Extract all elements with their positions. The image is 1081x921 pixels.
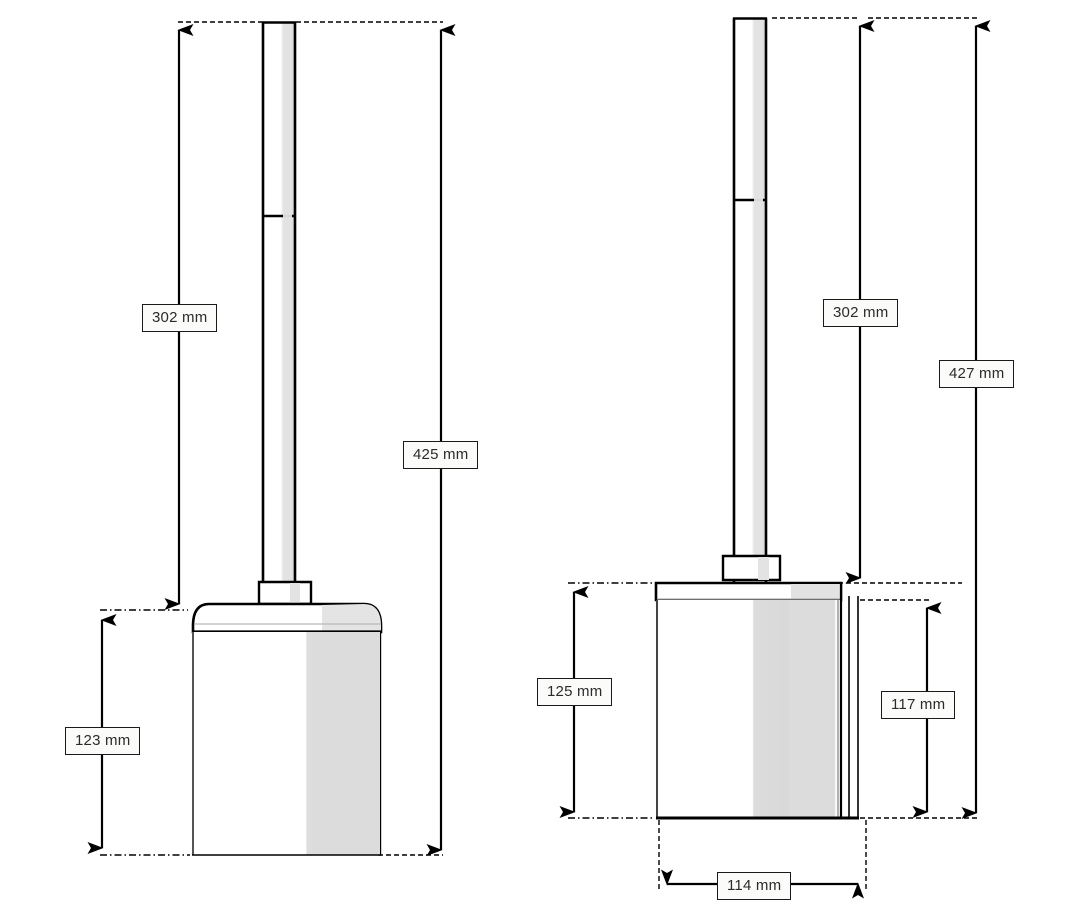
dimension-label-front-123: 123 mm — [65, 727, 141, 755]
front-brush-handle — [261, 21, 297, 600]
dimension-label-side-302: 302 mm — [823, 299, 899, 327]
dimension-label-front-302: 302 mm — [142, 304, 218, 332]
side-container-body — [656, 583, 859, 820]
front-container-body — [192, 632, 382, 856]
side-container-lid — [654, 581, 843, 602]
side-neck-collar — [721, 554, 782, 582]
side-brush-handle — [732, 17, 768, 600]
dimension-label-side-114: 114 mm — [717, 872, 792, 900]
dimension-label-side-427: 427 mm — [939, 360, 1015, 388]
front-container-lid — [191, 602, 383, 634]
side-view-group — [559, 17, 991, 899]
dimension-label-side-117: 117 mm — [881, 691, 956, 719]
front-neck-collar — [257, 580, 313, 606]
dimension-label-front-425: 425 mm — [403, 441, 479, 469]
front-extension-lines — [100, 21, 443, 856]
dimension-label-side-125: 125 mm — [537, 678, 613, 706]
front-view-group — [87, 21, 456, 856]
